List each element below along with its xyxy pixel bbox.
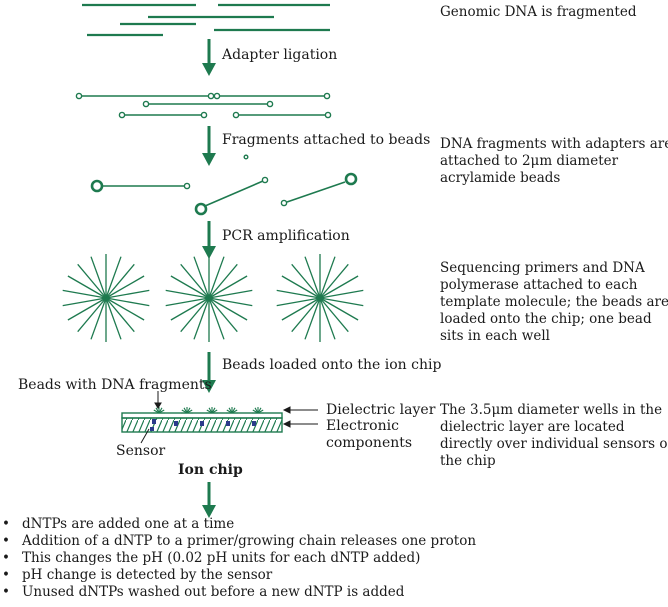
note-adapters: DNA fragments with adapters are attached… xyxy=(440,136,668,186)
bead-attached-fragments xyxy=(90,172,358,216)
primer-strand xyxy=(319,289,364,299)
primer-strand xyxy=(319,275,359,299)
amplified-bead-clusters xyxy=(62,254,364,342)
primer-strand xyxy=(90,256,107,299)
bead-cluster xyxy=(165,254,253,342)
bullet-item: This changes the pH (0.02 pH units for e… xyxy=(0,550,476,567)
primer-strand xyxy=(105,297,145,321)
primer-strand xyxy=(276,289,321,299)
primer-strand xyxy=(291,297,321,333)
primer-strand xyxy=(105,297,135,333)
electronic-pointer-head xyxy=(282,420,291,428)
primer-strand xyxy=(180,297,210,333)
note-wells: The 3.5μm diameter wells in the dielectr… xyxy=(440,402,668,469)
label-dielectric-layer: Dielectric layer xyxy=(326,402,436,418)
primer-strand xyxy=(319,297,336,340)
primer-strand xyxy=(90,297,107,340)
bullet-item: dNTPs are added one at a time xyxy=(0,516,476,533)
primer-strand xyxy=(67,297,107,321)
note-genomic: Genomic DNA is fragmented xyxy=(440,4,637,20)
primer-strand xyxy=(304,297,321,340)
step-adapter-ligation: Adapter ligation xyxy=(222,47,338,63)
primer-strand xyxy=(105,275,145,299)
arrow-1 xyxy=(202,39,216,76)
arrow-5 xyxy=(202,482,216,518)
primer-strand xyxy=(291,263,321,299)
step-beads-loaded: Beads loaded onto the ion chip xyxy=(222,357,442,373)
primer-strand xyxy=(319,297,364,307)
adapter-ligated-fragments xyxy=(75,92,332,160)
primer-strand xyxy=(208,263,238,299)
label-sensor: Sensor xyxy=(116,443,166,459)
step-pcr-amplification: PCR amplification xyxy=(222,228,350,244)
primer-strand xyxy=(105,289,150,299)
primer-strand xyxy=(77,297,107,333)
primer-strand xyxy=(105,263,135,299)
primer-strand xyxy=(208,297,238,333)
step-fragments-attached: Fragments attached to beads xyxy=(222,132,431,148)
bullet-item: pH change is detected by the sensor xyxy=(0,567,476,584)
primer-strand xyxy=(281,297,321,321)
primer-strand xyxy=(208,297,225,340)
label-electronic-components: Electronic components xyxy=(326,418,413,451)
primer-strand xyxy=(67,275,107,299)
primer-strand xyxy=(208,256,225,299)
sensors xyxy=(150,419,256,431)
label-beads-with-dna: Beads with DNA fragments xyxy=(18,377,212,393)
primer-strand xyxy=(180,263,210,299)
primer-strand xyxy=(165,297,210,307)
primer-strand xyxy=(105,297,122,340)
primer-strand xyxy=(319,263,349,299)
primer-strand xyxy=(105,297,150,307)
bead-cluster xyxy=(62,254,150,342)
primer-strand xyxy=(319,256,336,299)
ion-chip xyxy=(121,391,318,444)
arrow-3 xyxy=(202,221,216,259)
dielectric-layer xyxy=(121,412,283,419)
beads-pointer-head xyxy=(154,402,162,409)
primer-strand xyxy=(208,275,248,299)
primer-strand xyxy=(193,297,210,340)
primer-strand xyxy=(62,289,107,299)
primer-strand xyxy=(170,297,210,321)
flow-arrows xyxy=(202,39,216,518)
bead-cluster xyxy=(276,254,364,342)
primer-strand xyxy=(281,275,321,299)
primer-strand xyxy=(319,297,359,321)
primer-strand xyxy=(208,297,253,307)
process-bullets: dNTPs are added one at a time Addition o… xyxy=(0,516,476,601)
primer-strand xyxy=(208,297,248,321)
primer-strand xyxy=(62,297,107,307)
primer-strand xyxy=(208,289,253,299)
genomic-dna-fragments xyxy=(82,3,330,37)
primer-strand xyxy=(165,289,210,299)
primer-strand xyxy=(193,256,210,299)
bullet-item: Unused dNTPs washed out before a new dNT… xyxy=(0,584,476,601)
arrow-4 xyxy=(202,352,216,393)
primer-strand xyxy=(276,297,321,307)
arrow-2 xyxy=(202,126,216,166)
sensor-pointer xyxy=(140,428,150,444)
dielectric-pointer-head xyxy=(282,406,291,414)
primer-strand xyxy=(319,297,349,333)
primer-strand xyxy=(170,275,210,299)
primer-strand xyxy=(77,263,107,299)
primer-strand xyxy=(304,256,321,299)
label-ion-chip: Ion chip xyxy=(178,462,243,478)
note-primers: Sequencing primers and DNA polymerase at… xyxy=(440,260,668,344)
primer-strand xyxy=(105,256,122,299)
bullet-item: Addition of a dNTP to a primer/growing c… xyxy=(0,533,476,550)
